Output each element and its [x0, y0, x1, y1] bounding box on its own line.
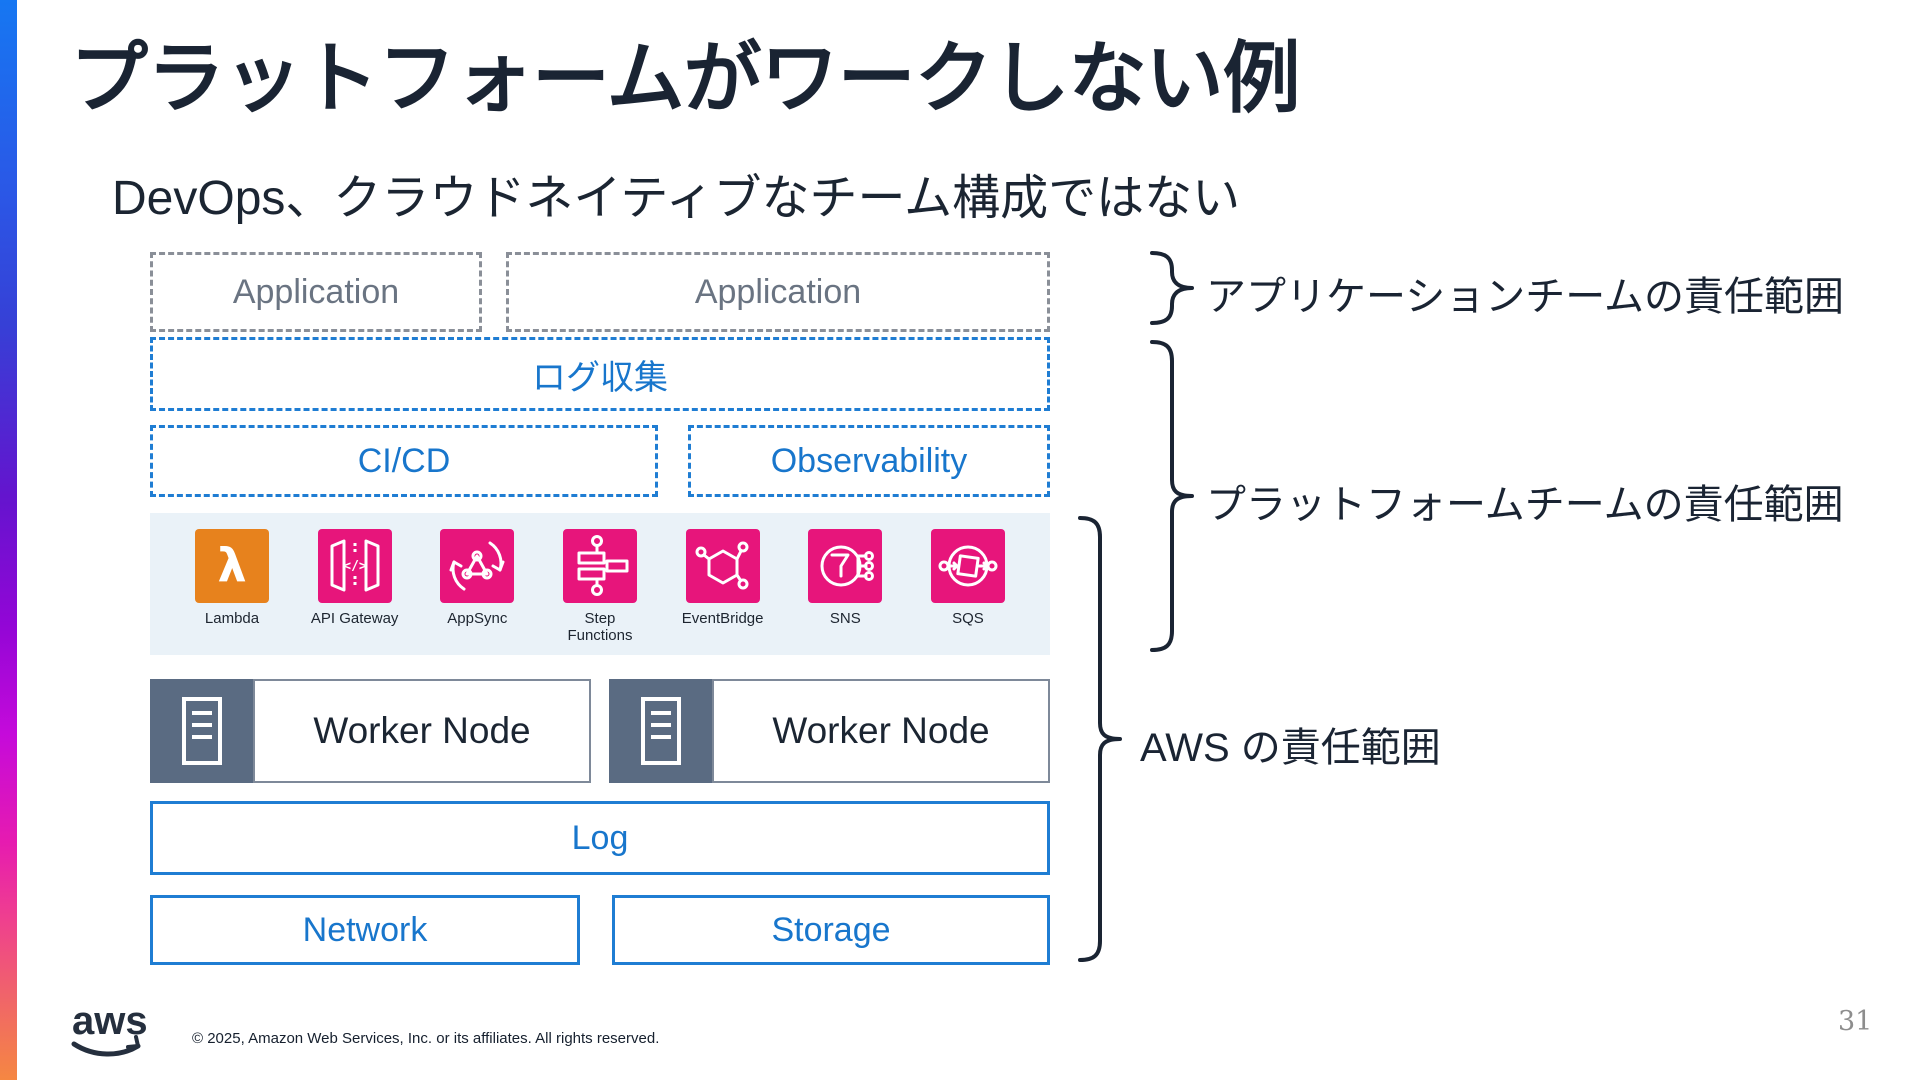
application-box-label: Application — [232, 272, 400, 311]
worker-node-row: Worker Node Worker Node — [150, 679, 1050, 783]
log-collection-label: ログ収集 — [532, 358, 668, 397]
application-box-1: Application — [150, 252, 482, 332]
service-label: SQS — [952, 610, 984, 627]
network-storage-row: Network Storage — [150, 895, 1050, 965]
svg-text:λ: λ — [217, 538, 246, 592]
step-functions-icon — [562, 529, 637, 603]
storage-label: Storage — [771, 910, 891, 949]
svg-text:</>: </> — [343, 559, 367, 574]
slide-title: プラットフォームがワークしない例 — [70, 34, 1301, 122]
service-label: AppSync — [447, 610, 508, 627]
worker-node-label: Worker Node — [712, 679, 1050, 783]
network-label: Network — [302, 910, 428, 949]
application-box-label: Application — [694, 272, 862, 311]
service-appsync: AppSync — [429, 529, 525, 627]
eventbridge-icon — [685, 529, 760, 603]
cicd-box: CI/CD — [150, 425, 658, 497]
service-label: API Gateway — [310, 610, 399, 627]
page-number: 31 — [1838, 1006, 1873, 1037]
lambda-icon: λ — [195, 529, 269, 603]
application-box-2: Application — [506, 252, 1050, 332]
sqs-icon — [930, 529, 1005, 603]
storage-box: Storage — [612, 895, 1050, 965]
network-box: Network — [150, 895, 580, 965]
log-box: Log — [150, 801, 1050, 875]
architecture-diagram: Application Application ログ収集 CI/CD Obser… — [150, 252, 1050, 965]
service-eventbridge: EventBridge — [675, 529, 771, 627]
worker-node-label: Worker Node — [253, 679, 591, 783]
aws-brace — [1078, 516, 1122, 962]
observability-box: Observability — [688, 425, 1050, 497]
service-api-gateway: </> API Gateway — [307, 529, 403, 627]
service-label: Lambda — [204, 610, 260, 627]
log-collection-box: ログ収集 — [150, 337, 1050, 411]
api-gateway-icon: </> — [317, 529, 392, 603]
service-step-functions: Step Functions — [552, 529, 648, 645]
service-sqs: SQS — [920, 529, 1016, 627]
service-sns: SNS — [797, 529, 893, 627]
observability-label: Observability — [770, 441, 968, 480]
worker-node-2: Worker Node — [609, 679, 1050, 783]
service-label: EventBridge — [681, 610, 764, 627]
aws-annotation: AWS の責任範囲 — [1140, 726, 1441, 770]
application-row: Application Application — [150, 252, 1050, 332]
worker-node-1: Worker Node — [150, 679, 591, 783]
server-icon — [609, 679, 712, 783]
aws-logo: aws — [62, 1000, 154, 1062]
application-team-brace — [1150, 251, 1194, 325]
copyright-text: © 2025, Amazon Web Services, Inc. or its… — [192, 1030, 660, 1047]
cicd-label: CI/CD — [357, 441, 451, 480]
cicd-observability-row: CI/CD Observability — [150, 425, 1050, 497]
service-label: SNS — [829, 610, 861, 627]
slide-subtitle: DevOps、クラウドネイティブなチーム構成ではない — [112, 172, 1241, 225]
service-label: Step Functions — [567, 610, 633, 645]
log-label: Log — [571, 818, 629, 857]
sns-icon — [808, 529, 883, 603]
platform-team-brace — [1150, 340, 1194, 652]
service-lambda: λ Lambda — [184, 529, 280, 627]
aws-services-band: λ Lambda </> API Gateway — [150, 513, 1050, 655]
application-team-annotation: アプリケーションチームの責任範囲 — [1206, 275, 1844, 319]
appsync-icon — [440, 529, 515, 603]
server-icon — [150, 679, 253, 783]
accent-gradient-bar — [0, 0, 17, 1080]
platform-team-annotation: プラットフォームチームの責任範囲 — [1206, 483, 1844, 527]
